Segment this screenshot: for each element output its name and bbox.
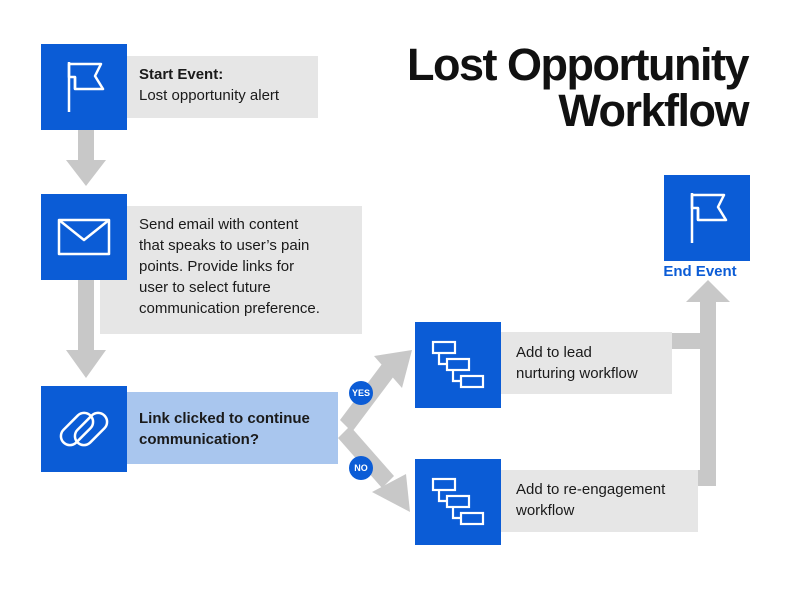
reengage-step-panel	[500, 470, 698, 532]
arrow-email-to-decision-head	[66, 350, 106, 378]
reengage-step-node	[415, 459, 501, 545]
flag-icon	[690, 193, 728, 243]
title-line-1: Lost Opportunity	[407, 39, 749, 90]
no-badge: NO	[349, 456, 373, 480]
nurture-step-node	[415, 322, 501, 408]
reengage-step-text: Add to re-engagement workflow	[516, 479, 665, 521]
nurture-step-line-2: nurturing workflow	[516, 365, 638, 382]
start-event-node	[41, 44, 127, 130]
arrow-start-to-email-head	[66, 160, 106, 186]
decision-panel	[127, 392, 338, 464]
nurture-step-panel	[500, 332, 672, 394]
arrow-email-to-decision-shaft	[78, 280, 94, 352]
email-step-node	[41, 194, 127, 280]
page-title: Lost Opportunity Workflow	[328, 39, 749, 136]
arrow-start-to-email-shaft	[78, 130, 94, 162]
email-step-panel	[100, 206, 362, 334]
start-event-panel	[127, 56, 318, 118]
arrow-yes-head	[374, 350, 412, 388]
link-icon	[59, 411, 109, 447]
decision-text: Link clicked to continue communication?	[139, 408, 310, 450]
yes-badge: YES	[349, 381, 373, 405]
decision-line-2: communication?	[139, 431, 260, 448]
reengage-step-line-2: workflow	[516, 502, 575, 519]
envelope-icon	[57, 218, 111, 256]
title-line-2: Workflow	[558, 85, 749, 136]
end-event-node	[664, 175, 750, 261]
start-event-text: Start Event: Lost opportunity alert	[139, 64, 279, 106]
email-step-line-1: Send email with content	[139, 216, 299, 233]
email-step-line-3: points. Provide links for	[139, 258, 295, 275]
decision-line-1: Link clicked to continue	[139, 410, 310, 427]
arrow-no-head	[372, 474, 410, 512]
start-event-heading: Start Event:	[139, 66, 224, 83]
decision-node	[41, 386, 127, 472]
reengage-step-line-1: Add to re-engagement	[516, 481, 666, 498]
arrow-to-end-head	[686, 280, 730, 302]
nurture-step-text: Add to lead nurturing workflow	[516, 342, 638, 384]
email-step-line-4: user to select future	[139, 279, 271, 296]
nurture-step-line-1: Add to lead	[516, 344, 592, 361]
email-step-line-2: that speaks to user’s pain	[139, 237, 310, 254]
email-step-line-5: communication preference.	[139, 300, 320, 317]
start-event-description: Lost opportunity alert	[139, 87, 280, 104]
workflow-icon	[431, 340, 485, 389]
end-event-label: End Event	[663, 263, 737, 280]
arrow-to-end-shaft	[700, 300, 716, 486]
email-step-text: Send email with content that speaks to u…	[139, 214, 320, 319]
workflow-icon	[431, 477, 485, 526]
flag-icon	[67, 62, 105, 112]
